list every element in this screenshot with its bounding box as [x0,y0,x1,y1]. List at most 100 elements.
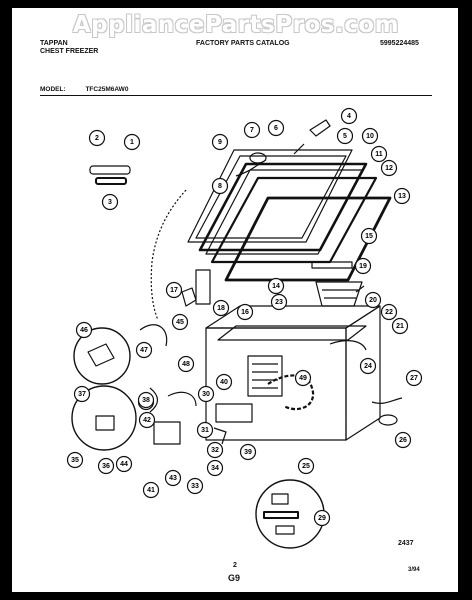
callout-label: 42 [143,417,151,424]
callout-49: 49 [294,369,312,387]
callout-41: 41 [142,481,160,499]
callout-label: 27 [410,375,418,382]
callout-label: 13 [398,193,406,200]
callout-circle [354,257,372,275]
callout-31: 31 [196,421,214,439]
callout-11: 11 [370,145,388,163]
callout-17: 17 [165,281,183,299]
callout-label: 25 [302,463,310,470]
callout-circle [97,457,115,475]
callout-25: 25 [297,457,315,475]
page-number: 2 [233,562,237,569]
callout-label: 23 [275,299,283,306]
callout-circle [88,129,106,147]
callout-label: 10 [366,133,374,140]
callout-circle [211,133,229,151]
callout-label: 6 [274,125,278,132]
callout-circle [360,227,378,245]
baskets [311,261,363,307]
revision-date: 3/94 [408,567,420,573]
callout-label: 16 [241,309,249,316]
callout-label: 44 [120,461,128,468]
diagram-code: 2437 [398,540,414,547]
callout-label: 24 [364,363,372,370]
callout-43: 43 [164,469,182,487]
model-value: TFC25M6AW0 [85,86,129,93]
callout-30: 30 [197,385,215,403]
callout-circle [197,385,215,403]
callout-label: 17 [170,287,178,294]
callout-circle [391,317,409,335]
callout-47: 47 [135,341,153,359]
callout-35: 35 [66,451,84,469]
callout-label: 33 [191,483,199,490]
callout-circle [164,469,182,487]
callout-label: 12 [385,165,393,172]
callout-10: 10 [361,127,379,145]
callout-19: 19 [354,257,372,275]
callout-circle [370,145,388,163]
watermark: AppliancePartsPros.com [72,12,400,38]
callout-circle [394,431,412,449]
callout-label: 9 [218,139,222,146]
callout-42: 42 [138,411,156,429]
callout-29: 29 [313,509,331,527]
callout-label: 32 [211,447,219,454]
callout-44: 44 [115,455,133,473]
callout-circle [267,277,285,295]
callout-label: 22 [385,309,393,316]
callout-circle [215,373,233,391]
callout-1: 1 [123,133,141,151]
catalog-title: FACTORY PARTS CATALOG [196,40,290,47]
callout-label: 29 [318,515,326,522]
callout-label: 37 [78,391,86,398]
electrical-components [71,269,227,451]
callout-label: 48 [182,361,190,368]
callout-label: 39 [244,449,252,456]
callout-label: 15 [365,233,373,240]
part-number: 5995224485 [380,40,419,47]
callout-label: 4 [347,113,351,120]
callout-16: 16 [236,303,254,321]
callout-circle [186,477,204,495]
callout-circle [135,341,153,359]
callout-38: 38 [137,391,155,409]
callout-4: 4 [340,107,358,125]
callout-5: 5 [336,127,354,145]
callout-circle [142,481,160,499]
model-row: MODEL: TFC25M6AW0 [40,86,128,93]
callout-circle [294,369,312,387]
callout-label: 20 [369,297,377,304]
callout-label: 40 [220,379,228,386]
callout-label: 7 [250,127,254,134]
callout-20: 20 [364,291,382,309]
callout-circle [206,441,224,459]
callout-label: 11 [375,151,383,158]
cabinet [205,305,381,441]
callout-circle [239,443,257,461]
callout-circle [123,133,141,151]
callout-circle [267,119,285,137]
callout-26: 26 [394,431,412,449]
callout-circle [101,193,119,211]
callout-circle [364,291,382,309]
callout-label: 35 [71,457,79,464]
callout-circle [270,293,288,311]
callout-circle [212,299,230,317]
callout-37: 37 [73,385,91,403]
callout-15: 15 [360,227,378,245]
header-rule [40,95,432,96]
callout-circle [75,321,93,339]
callout-circle [380,303,398,321]
callout-21: 21 [391,317,409,335]
callout-label: 3 [108,199,112,206]
callout-circle [336,127,354,145]
callout-label: 30 [202,391,210,398]
callout-label: 31 [201,427,209,434]
section-code: G9 [228,573,241,583]
callout-9: 9 [211,133,229,151]
callout-45: 45 [171,313,189,331]
callout-label: 2 [95,135,99,142]
callout-46: 46 [75,321,93,339]
callout-circle [405,369,423,387]
